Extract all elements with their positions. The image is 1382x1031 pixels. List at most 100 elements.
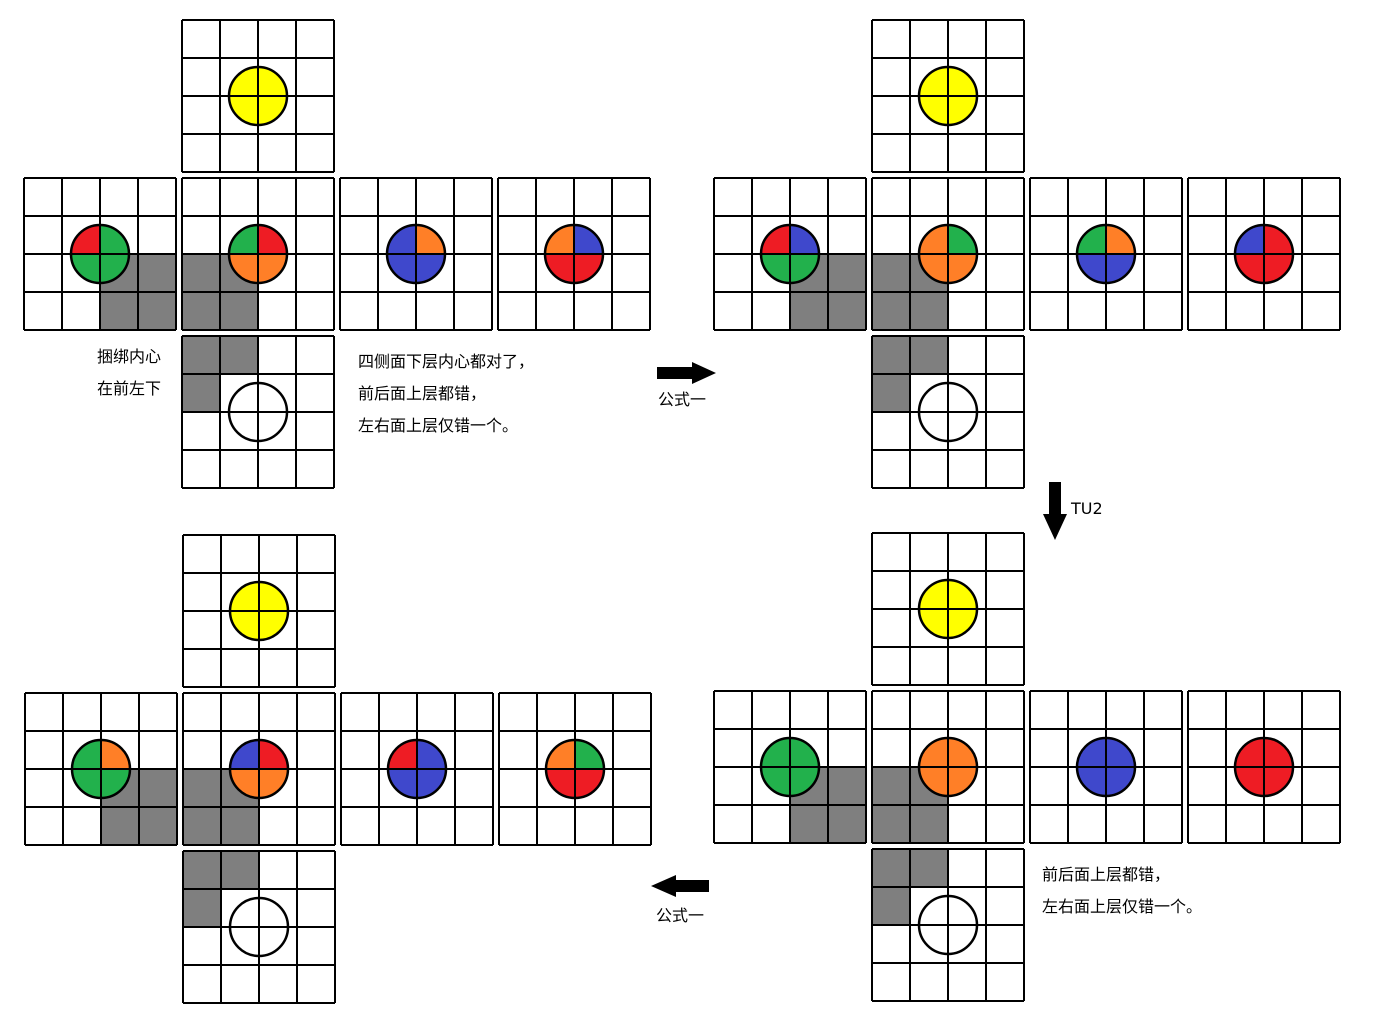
center-circle [917,578,979,640]
center-quadrant-top-left [919,67,948,96]
center-quadrant-top-right [948,896,977,925]
center-quadrant-bottom-left [230,927,259,956]
center-quadrant-top-left [1077,225,1106,254]
center-quadrant-bottom-left [230,769,259,798]
center-quadrant-top-right [790,225,819,254]
center-circle [386,738,448,800]
bound-piece-cell [221,851,259,889]
center-quadrant-top-left [761,738,790,767]
center-quadrant-top-left [229,225,258,254]
arrow-right-icon [657,362,716,384]
center-circle [917,381,979,443]
bind-center-note: 捆绑内心 在前左下 [97,341,161,405]
center-quadrant-bottom-left [1235,254,1264,283]
center-quadrant-bottom-right [258,412,287,441]
bound-piece-cell [828,254,866,292]
arrow-1-label: 公式一 [658,390,707,409]
center-circle [759,736,821,798]
state-1-desc-line-3: 左右面上层仅错一个。 [358,416,519,435]
center-quadrant-top-left [72,740,101,769]
bound-piece-cell [910,292,948,330]
center-quadrant-bottom-right [948,96,977,125]
bound-piece-cell [138,292,176,330]
center-quadrant-top-right [574,225,603,254]
arrow-2-label: TU2 [1071,499,1103,518]
bound-piece-cell [221,807,259,845]
center-circle [917,65,979,127]
center-quadrant-top-left [919,738,948,767]
face-back [498,692,652,846]
center-circle [917,736,979,798]
cube-net-state-2 [713,19,1341,489]
center-quadrant-top-right [1264,225,1293,254]
center-circle [1075,736,1137,798]
bound-piece-cell [183,851,221,889]
center-quadrant-bottom-right [790,767,819,796]
center-circle [385,223,447,285]
state-1-description: 四侧面下层内心都对了， 前后面上层都错， 左右面上层仅错一个。 [358,346,534,442]
center-quadrant-bottom-left [229,96,258,125]
center-quadrant-bottom-right [1264,767,1293,796]
state-3-description: 前后面上层都错， 左右面上层仅错一个。 [1042,859,1202,923]
center-quadrant-top-left [919,896,948,925]
bind-note-line-2: 在前左下 [97,379,162,398]
center-quadrant-top-left [71,225,100,254]
center-quadrant-top-left [1235,225,1264,254]
center-circle [227,223,289,285]
face-front [871,690,1025,844]
center-quadrant-top-right [258,67,287,96]
bound-piece-cell [828,292,866,330]
bound-piece-cell [872,254,910,292]
center-quadrant-top-left [1235,738,1264,767]
center-quadrant-bottom-left [919,609,948,638]
center-quadrant-bottom-left [72,769,101,798]
face-down [182,850,336,1004]
center-quadrant-bottom-right [259,769,288,798]
center-quadrant-bottom-right [948,412,977,441]
center-circle [228,896,290,958]
center-quadrant-top-right [948,383,977,412]
center-quadrant-top-left [919,225,948,254]
center-circle [1233,736,1295,798]
center-circle [1233,223,1295,285]
center-quadrant-bottom-right [258,254,287,283]
center-quadrant-bottom-left [919,925,948,954]
face-left [23,177,177,331]
bound-piece-cell [100,292,138,330]
center-quadrant-top-left [230,740,259,769]
center-quadrant-top-right [948,580,977,609]
face-left [713,177,867,331]
bound-piece-cell [139,807,177,845]
bound-piece-cell [182,254,220,292]
center-circle [69,223,131,285]
face-front [871,177,1025,331]
center-quadrant-bottom-right [100,254,129,283]
center-quadrant-bottom-left [1235,767,1264,796]
center-circle [228,580,290,642]
face-right [340,692,494,846]
center-quadrant-bottom-right [259,927,288,956]
center-circle [1075,223,1137,285]
center-quadrant-top-right [948,67,977,96]
center-quadrant-bottom-right [948,767,977,796]
center-circle [227,381,289,443]
center-quadrant-bottom-left [229,254,258,283]
center-quadrant-top-right [948,738,977,767]
bound-piece-cell [790,805,828,843]
center-quadrant-top-left [230,582,259,611]
bound-piece-cell [828,767,866,805]
bound-piece-cell [910,849,948,887]
center-quadrant-top-right [575,740,604,769]
center-quadrant-bottom-right [259,611,288,640]
center-quadrant-top-right [948,225,977,254]
center-quadrant-bottom-left [919,767,948,796]
cube-net-state-4 [713,532,1341,1002]
state-3-desc-line-2: 左右面上层仅错一个。 [1042,897,1203,916]
face-left [24,692,178,846]
center-quadrant-bottom-left [545,254,574,283]
center-circle [917,894,979,956]
center-quadrant-bottom-right [575,769,604,798]
face-right [339,177,493,331]
center-circle [543,223,605,285]
center-circle [759,223,821,285]
